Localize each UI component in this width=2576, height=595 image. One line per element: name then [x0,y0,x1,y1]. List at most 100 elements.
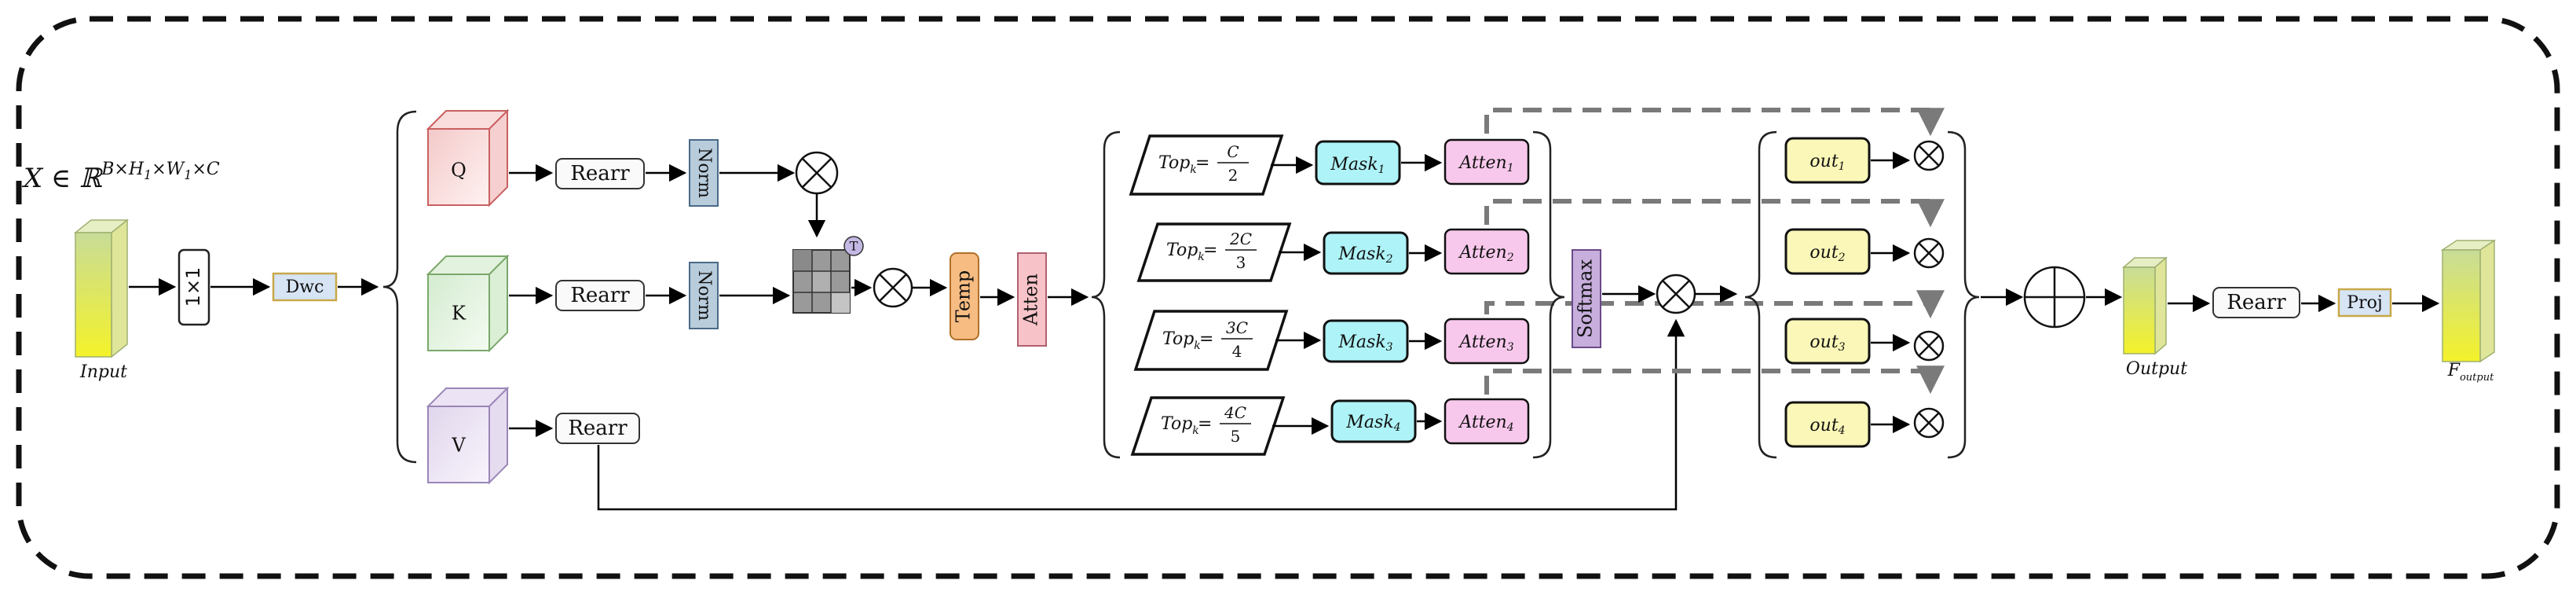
svg-text:=: = [1198,414,1212,434]
svg-text:Mask1: Mask1 [1330,155,1385,176]
svg-text:C: C [1227,142,1239,161]
dashed-skip-lines [1484,108,1945,395]
svg-text:out4: out4 [1809,416,1845,437]
svg-text:out3: out3 [1809,332,1845,354]
svg-text:3: 3 [1236,253,1246,272]
svg-text:Atten3: Atten3 [1458,332,1513,354]
svg-text:Mask3: Mask3 [1337,332,1392,354]
atten-k-4: Atten4 [1444,398,1530,445]
svg-text:2: 2 [1228,166,1239,185]
formula-end: ×C [192,160,219,179]
formula-base: X ∈ ℝ [21,163,104,194]
svg-text:Topk: Topk [1162,329,1201,352]
output-label: Output [2126,359,2187,379]
add-icon [2023,266,2086,329]
mask-2: Mask2 [1323,231,1409,275]
topk-3: Topk = 3C 4 [1133,310,1289,371]
multiply-out-4-icon [1913,407,1945,439]
transpose-badge: T [843,236,864,256]
norm-k-label: Norm [694,270,714,321]
k-label: K [452,303,467,325]
svg-text:Mask2: Mask2 [1337,244,1392,266]
formula-mid: ×W [152,160,185,179]
multiply-out-1-icon [1913,140,1945,171]
q-label: Q [451,160,467,182]
conv1x1-label: 1×1 [182,267,204,307]
svg-text:=: = [1203,241,1217,260]
softmax-label: Softmax [1575,259,1597,338]
svg-text:Topk: Topk [1161,414,1199,437]
softmax-block: Softmax [1572,249,1601,348]
outer-frame [16,16,2560,579]
svg-text:out1: out1 [1809,152,1845,173]
formula-sub1: 1 [144,167,152,182]
svg-text:2C: 2C [1229,230,1252,248]
rearr-v-block: Rearr [555,413,640,444]
svg-text:=: = [1199,329,1213,349]
rearr-q-label: Rearr [570,162,630,185]
mask-4: Mask4 [1330,399,1417,443]
svg-text:Atten1: Atten1 [1458,153,1513,174]
svg-text:=: = [1195,153,1209,173]
brace-qkv [382,110,417,464]
dwc-block: Dwc [272,272,338,302]
topk-1: Topk = C 2 [1129,134,1284,196]
atten-k-1: Atten1 [1444,138,1530,185]
input-tensor [73,219,130,358]
proj-label: Proj [2347,293,2382,313]
rearr-v-label: Rearr [568,417,628,440]
multiply-qk-icon [795,151,839,195]
norm-k-block: Norm [689,262,719,329]
svg-text:X ∈ ℝB×H1×W1×C: X ∈ ℝB×H1×W1×C [21,160,220,194]
out-1: out1 [1784,137,1871,184]
q-cube: Q [426,108,510,208]
rearr-out-block: Rearr [2212,287,2300,318]
out-4: out4 [1784,401,1871,448]
v-label: V [451,435,466,457]
svg-text:out2: out2 [1809,243,1845,264]
svg-text:Mask4: Mask4 [1345,413,1400,434]
norm-q-block: Norm [689,139,719,207]
topk-4: Topk = 4C 5 [1130,396,1286,456]
multiply-softmax-icon [1656,274,1696,314]
multiply-out-2-icon [1913,237,1945,269]
input-formula: X ∈ ℝB×H1×W1×C [21,160,220,194]
mask-1: Mask1 [1315,140,1401,185]
dwc-label: Dwc [286,277,324,297]
atten-label: Atten [1020,274,1042,326]
temp-label: Temp [953,270,975,322]
out-2: out2 [1784,228,1871,275]
svg-text:Topk: Topk [1166,241,1205,263]
atten-k-2: Atten2 [1444,228,1530,275]
brace-outs [1744,130,1777,459]
v-skip-path [597,318,1685,511]
brace-topk [1091,130,1121,459]
svg-text:4: 4 [1232,342,1242,361]
svg-text:3C: 3C [1226,318,1248,337]
final-tensor [2440,239,2497,363]
out-3: out3 [1784,318,1871,365]
topk-2: Topk = 2C 3 [1136,222,1292,282]
brace-merge [1947,130,1980,459]
rearr-k-block: Rearr [555,280,645,311]
atten-k-3: Atten3 [1444,318,1530,365]
svg-text:5: 5 [1231,427,1241,446]
svg-text:4C: 4C [1224,403,1246,422]
v-cube: V [426,386,510,485]
svg-text:Topk: Topk [1158,153,1197,176]
brace-atten [1532,130,1565,459]
input-label: Input [79,362,127,382]
norm-q-label: Norm [694,148,714,198]
rearr-q-block: Rearr [555,158,645,189]
formula-sup: B×H [101,160,145,179]
k-cube: K [426,254,510,353]
rearr-out-label: Rearr [2227,291,2286,314]
final-label: Foutput [2447,361,2494,384]
svg-text:Atten2: Atten2 [1458,243,1513,264]
rearr-k-label: Rearr [570,284,630,307]
temp-block: Temp [950,252,979,340]
conv1x1-block: 1×1 [177,248,210,326]
matrix-grid-icon [792,249,851,314]
transpose-label: T [850,239,858,254]
